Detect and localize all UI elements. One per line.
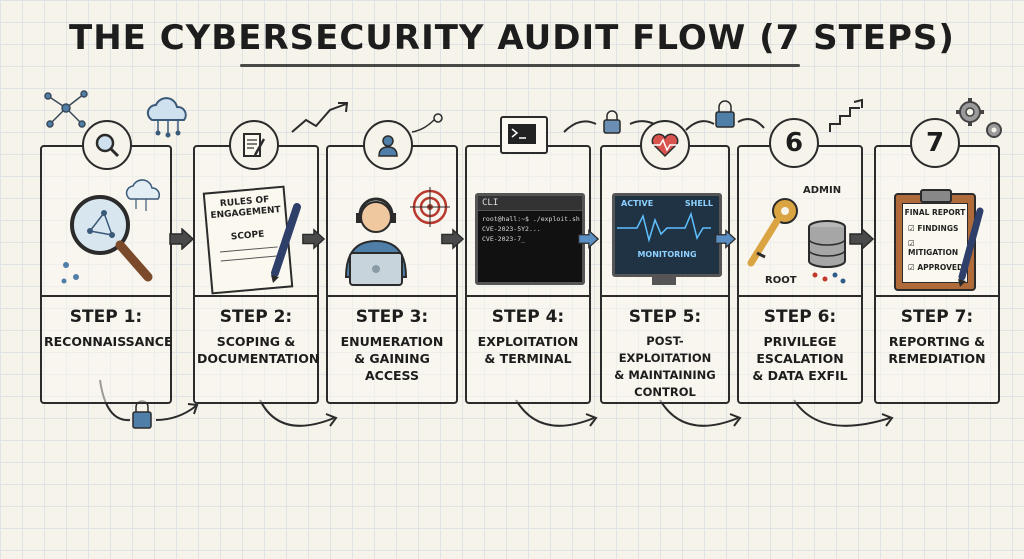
database-icon xyxy=(808,220,846,284)
step-1-title: RECONNAISSANCE xyxy=(44,334,173,349)
card-divider xyxy=(195,295,317,297)
step-3-label: STEP 3: xyxy=(355,307,429,327)
report-item-approved: ☑ APPROVED xyxy=(908,263,964,272)
step-2-label: STEP 2: xyxy=(219,307,293,327)
card-divider xyxy=(467,295,589,297)
user-icon xyxy=(363,120,413,170)
cli-terminal: CLI root@hall:~$ ./exploit.sh CVE-2023-5… xyxy=(475,193,585,285)
escalation-stairs-icon xyxy=(829,98,863,132)
cloud-icon xyxy=(125,179,160,211)
report-title: FINAL REPORT xyxy=(904,208,966,217)
document-edit-icon xyxy=(229,120,279,170)
flow-arrow-5-6 xyxy=(715,229,736,249)
bottom-connector-2-3 xyxy=(259,399,338,427)
flow-arrow-2-3 xyxy=(302,228,325,250)
pen-icon xyxy=(958,207,984,287)
search-icon xyxy=(82,120,132,170)
step-5-title: POST-EXPLOITATION & MAINTAINING CONTROL xyxy=(614,334,716,399)
flow-arrow-3-4 xyxy=(441,228,464,250)
step-4-card: CLI root@hall:~$ ./exploit.sh CVE-2023-5… xyxy=(465,145,591,404)
monitor-screen: ACTIVE SHELL MONITORING xyxy=(612,193,722,277)
key-connector-icon xyxy=(411,113,443,133)
page-title: THE CYBERSECURITY AUDIT FLOW (7 STEPS) xyxy=(69,18,955,58)
terminal-line-1: root@hall:~$ ./exploit.sh xyxy=(482,215,580,223)
step-6-label: STEP 6: xyxy=(763,307,837,327)
step-2-title: SCOPING & DOCUMENTATION xyxy=(197,334,320,366)
step-2-card: RULES OF ENGAGEMENT SCOPE STEP 2: SCOPIN… xyxy=(193,145,319,404)
gears-icon xyxy=(956,98,1002,138)
cloud-network-icon xyxy=(146,97,187,138)
step-7-card: FINAL REPORT ☑ FINDINGS ☑ MITIGATION ☑ A… xyxy=(874,145,1000,404)
bottom-connector-5-6 xyxy=(659,399,742,427)
report-item-findings: ☑ FINDINGS xyxy=(908,224,959,233)
monitor-stand xyxy=(652,275,676,285)
monitor-active-label: ACTIVE xyxy=(621,199,654,208)
top-connector-5-6 xyxy=(685,100,765,131)
terminal-line-2: CVE-2023-5Y2... xyxy=(482,225,541,233)
magnifier-network-icon xyxy=(61,195,153,284)
step-3-title: ENUMERATION & GAINING ACCESS xyxy=(340,334,444,383)
flow-arrow-6-7 xyxy=(849,228,874,250)
step-4-label: STEP 4: xyxy=(491,307,565,327)
terminal-line-3: CVE-2023-7_ xyxy=(482,235,526,243)
flow-arrow-4-5 xyxy=(578,229,599,249)
heartbeat-icon xyxy=(640,120,690,170)
card-divider xyxy=(876,295,998,297)
monitor-shell-label: SHELL xyxy=(684,199,713,208)
terminal-icon xyxy=(500,116,548,154)
clipboard: FINAL REPORT ☑ FINDINGS ☑ MITIGATION ☑ A… xyxy=(894,189,976,291)
card-divider xyxy=(602,295,728,297)
step-4-title: EXPLOITATION & TERMINAL xyxy=(477,334,579,366)
key-icon xyxy=(747,198,798,267)
step-5-card: ACTIVE SHELL MONITORING STEP 5: POST-EXP… xyxy=(600,145,730,404)
card-divider xyxy=(42,295,170,297)
bottom-connector-4-5 xyxy=(515,399,598,427)
admin-label: ADMIN xyxy=(803,185,842,196)
step-6-card: ADMIN ROOT STEP 6: PRIVILEGE ESCALATION … xyxy=(737,145,863,404)
step-1-label: STEP 1: xyxy=(69,307,143,327)
step-6-number-badge: 6 xyxy=(769,118,819,168)
target-icon xyxy=(410,187,450,227)
step-5-label: STEP 5: xyxy=(628,307,702,327)
card-divider xyxy=(739,295,861,297)
title-underline xyxy=(240,64,800,67)
terminal-title: CLI xyxy=(478,196,582,211)
network-icon xyxy=(44,90,88,128)
root-label: ROOT xyxy=(765,275,797,286)
step-3-card: STEP 3: ENUMERATION & GAINING ACCESS xyxy=(326,145,458,404)
step-6-title: PRIVILEGE ESCALATION & DATA EXFIL xyxy=(752,334,848,383)
step-1-card: STEP 1: RECONNAISSANCE xyxy=(40,145,173,404)
report-item-mitigation: ☑ MITIGATION xyxy=(908,239,959,257)
step-7-number-badge: 7 xyxy=(910,118,960,168)
trend-chart-icon xyxy=(291,102,349,133)
bottom-connector-6-7 xyxy=(793,399,894,427)
pen-icon xyxy=(271,203,301,283)
monitor-footer-label: MONITORING xyxy=(637,250,697,259)
hacker-laptop-icon xyxy=(344,197,408,286)
step-7-title: REPORTING & REMEDIATION xyxy=(888,334,986,366)
step-7-label: STEP 7: xyxy=(900,307,974,327)
flow-arrow-1-2 xyxy=(169,228,194,250)
card-divider xyxy=(328,295,456,297)
